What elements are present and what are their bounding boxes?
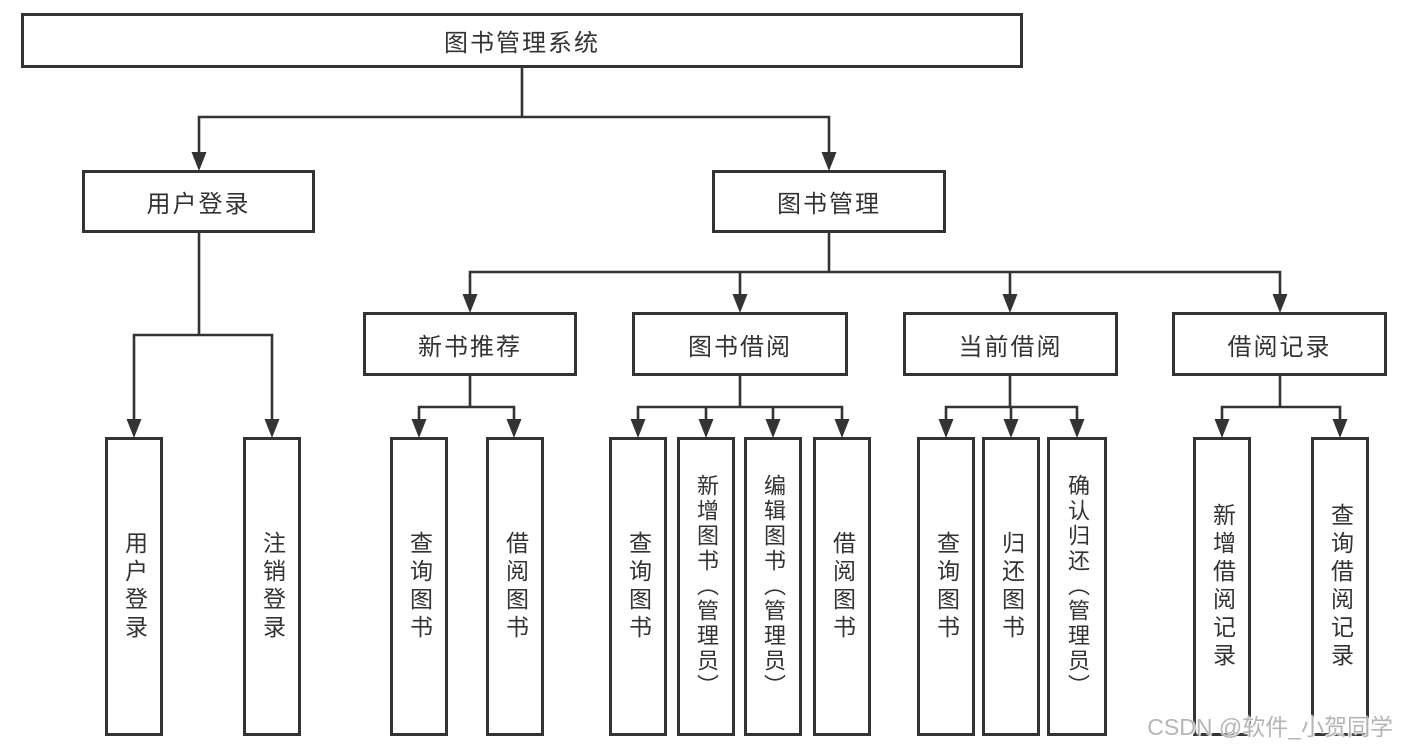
- node-user-login: 用户登录: [82, 170, 315, 233]
- arrowheads: [126, 152, 1348, 438]
- leaf-borrow-books-2: 借阅图书: [813, 437, 871, 736]
- edge-newbook-split: [417, 405, 516, 420]
- edge-currentborrow-split: [944, 405, 1079, 420]
- arrowhead: [506, 419, 522, 438]
- arrowhead: [765, 419, 781, 438]
- arrowhead: [1332, 419, 1348, 438]
- edge-bookborrow-split: [636, 405, 844, 420]
- arrowhead: [834, 419, 850, 438]
- leaf-user-login: 用户登录: [105, 437, 163, 736]
- arrowhead: [732, 294, 748, 313]
- leaf-borrow-books-1: 借阅图书: [486, 437, 544, 736]
- arrowhead: [1002, 294, 1018, 313]
- arrowhead: [1069, 419, 1085, 438]
- node-root-title: 图书管理系统: [21, 13, 1023, 68]
- edge-bookmgmt-split: [468, 270, 1282, 295]
- arrowhead: [191, 152, 207, 171]
- arrowhead: [411, 419, 427, 438]
- arrowhead: [462, 294, 478, 313]
- node-borrow-records: 借阅记录: [1172, 312, 1387, 376]
- arrowhead: [1214, 419, 1230, 438]
- arrowhead: [938, 419, 954, 438]
- leaf-query-books-1: 查询图书: [390, 437, 448, 736]
- leaf-logout: 注销登录: [243, 437, 301, 736]
- arrowhead: [1003, 419, 1019, 438]
- leaf-query-books-3: 查询图书: [917, 437, 975, 736]
- node-current-borrow: 当前借阅: [903, 312, 1118, 376]
- node-new-book-recommend: 新书推荐: [363, 312, 577, 376]
- arrowhead: [126, 419, 142, 438]
- arrowhead: [264, 419, 280, 438]
- edge-root-split: [197, 115, 831, 153]
- watermark: CSDN @软件_小贺同学: [1147, 714, 1393, 740]
- arrowhead: [698, 419, 714, 438]
- arrowhead: [630, 419, 646, 438]
- edge-borrowrecords-split: [1220, 405, 1342, 420]
- leaf-return-books: 归还图书: [982, 437, 1040, 736]
- leaf-query-books-2: 查询图书: [609, 437, 667, 736]
- leaf-query-borrow-record: 查询借阅记录: [1311, 437, 1369, 736]
- arrowhead: [821, 152, 837, 171]
- node-book-management: 图书管理: [712, 170, 946, 233]
- edge-userlogin-split: [132, 333, 274, 420]
- leaf-edit-books-admin: 编辑图书（管理员）: [744, 437, 802, 736]
- connector-paths: [132, 68, 1342, 420]
- leaf-add-books-admin: 新增图书（管理员）: [677, 437, 735, 736]
- node-book-borrow: 图书借阅: [632, 312, 848, 376]
- leaf-confirm-return-admin: 确认归还（管理员）: [1047, 437, 1107, 736]
- arrowhead: [1272, 294, 1288, 313]
- leaf-add-borrow-record: 新增借阅记录: [1193, 437, 1251, 736]
